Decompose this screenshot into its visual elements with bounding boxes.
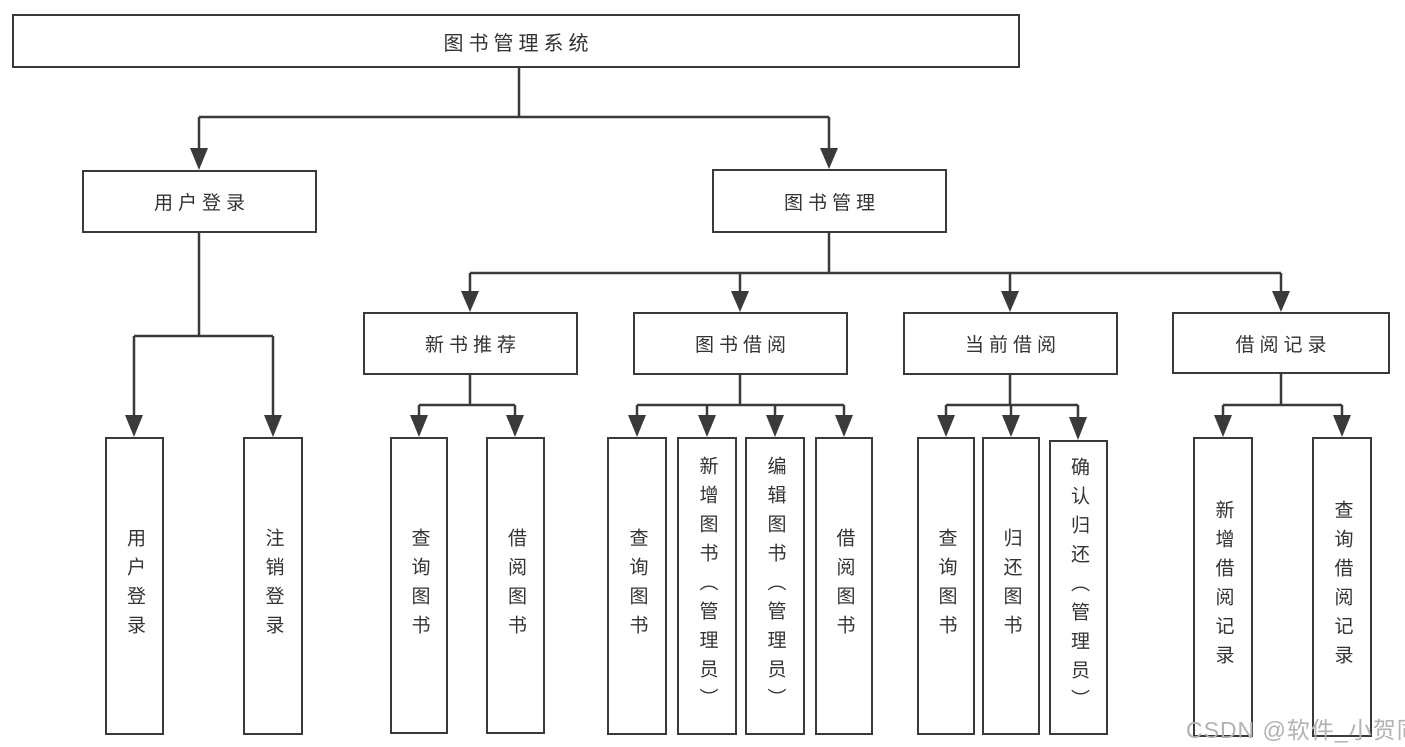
arrow-to-user-login (190, 148, 208, 170)
connector-root-split (197, 66, 831, 151)
arrow-leaf-5 (628, 415, 646, 437)
arrow-leaf-4 (506, 415, 524, 437)
node-book-borrow: 图书借阅 (633, 312, 848, 375)
node-user-login-module: 用户登录 (82, 170, 317, 233)
leaf-borrow-books-recommend: 借阅图书 (486, 437, 545, 734)
node-root-library-system: 图书管理系统 (12, 14, 1020, 68)
arrow-leaf-8 (835, 415, 853, 437)
node-current-borrow: 当前借阅 (903, 312, 1118, 375)
node-new-book-recommend: 新书推荐 (363, 312, 578, 375)
node-book-management-module: 图书管理 (712, 169, 947, 233)
arrow-leaf-3 (410, 415, 428, 437)
leaf-edit-books-admin: 编辑图书（管理员） (745, 437, 805, 735)
leaf-query-books-borrow: 查询图书 (607, 437, 667, 735)
csdn-watermark: CSDN @软件_小贺同学 (1186, 717, 1405, 743)
leaf-query-books-current: 查询图书 (917, 437, 975, 735)
arrow-to-book-mgmt (820, 148, 838, 169)
connector-current-borrow-split (944, 375, 1080, 418)
leaf-confirm-return-admin: 确认归还（管理员） (1049, 440, 1108, 735)
connector-user-login-split (132, 233, 275, 418)
arrow-leaf-2 (264, 415, 282, 437)
leaf-add-borrow-record: 新增借阅记录 (1193, 437, 1253, 737)
arrow-leaf-9 (937, 415, 955, 437)
leaf-user-login: 用户登录 (105, 437, 164, 735)
arrow-to-new-book (461, 291, 479, 312)
connector-book-borrow-split (635, 375, 846, 418)
node-borrow-record: 借阅记录 (1172, 312, 1390, 374)
connector-borrow-record-split (1221, 374, 1344, 418)
leaf-logout: 注销登录 (243, 437, 303, 735)
leaf-borrow-books: 借阅图书 (815, 437, 873, 735)
arrow-leaf-6 (698, 415, 716, 437)
arrow-leaf-1 (125, 415, 143, 437)
leaf-query-borrow-record: 查询借阅记录 (1312, 437, 1372, 737)
arrow-leaf-12 (1214, 415, 1232, 437)
arrow-to-current-borrow (1001, 291, 1019, 312)
arrow-leaf-7 (766, 415, 784, 437)
arrowheads (125, 148, 1351, 440)
arrow-leaf-13 (1333, 415, 1351, 437)
connector-book-mgmt-split (468, 233, 1283, 294)
leaf-return-books: 归还图书 (982, 437, 1040, 735)
connector-new-book-split (417, 375, 517, 418)
arrow-to-borrow-record (1272, 291, 1290, 312)
leaf-add-books-admin: 新增图书（管理员） (677, 437, 737, 735)
arrow-to-book-borrow (731, 291, 749, 312)
arrow-leaf-11 (1069, 417, 1087, 440)
leaf-query-books-recommend: 查询图书 (390, 437, 448, 734)
arrow-leaf-10 (1002, 415, 1020, 437)
